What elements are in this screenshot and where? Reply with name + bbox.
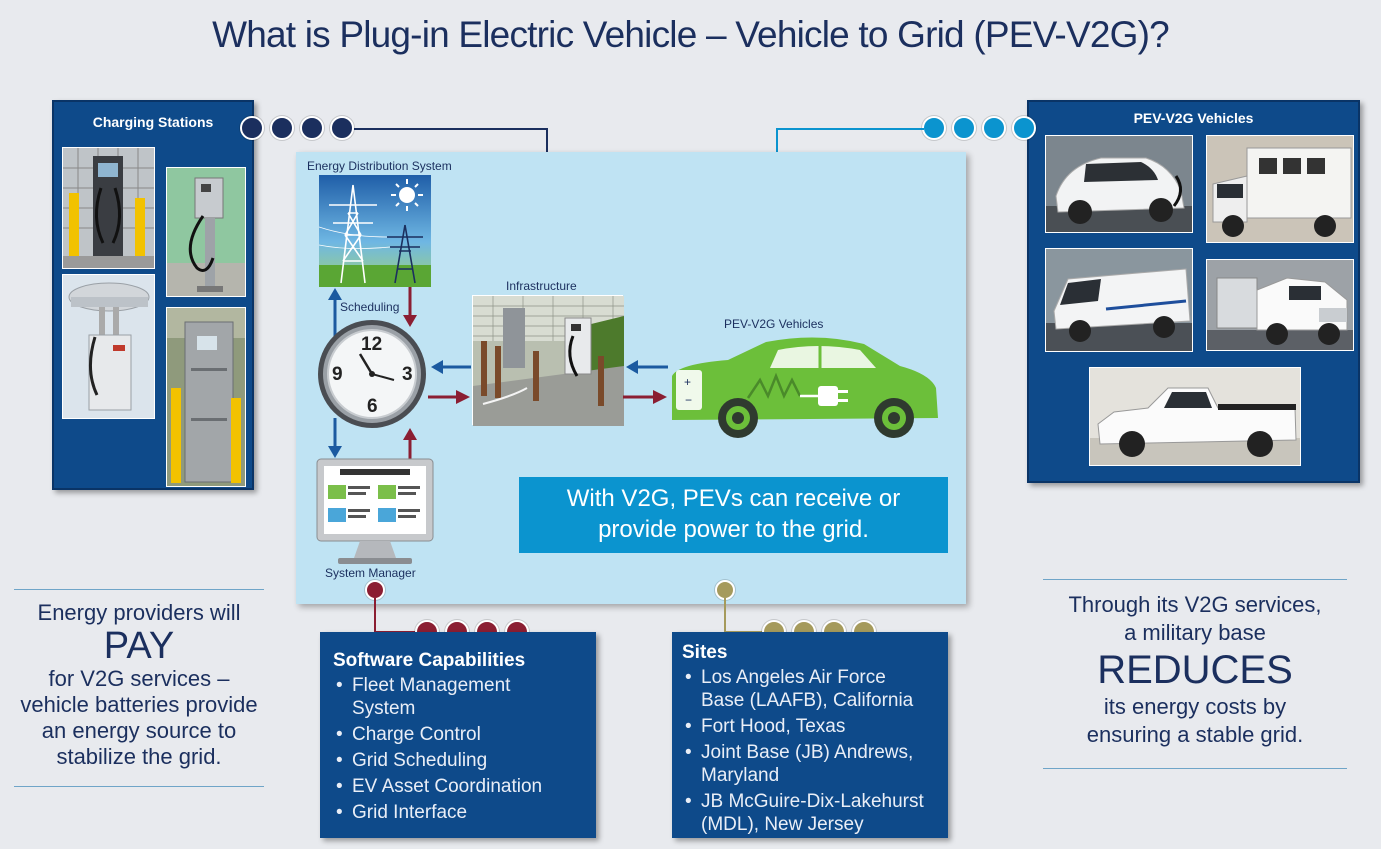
list-item: Fleet Management System — [333, 674, 553, 720]
connector-dot — [270, 116, 294, 140]
connector-dot — [952, 116, 976, 140]
charger-photo-1 — [62, 147, 155, 269]
arrow-car-to-infrastructure — [626, 360, 668, 379]
right-statement-line: its energy costs by — [1103, 694, 1287, 719]
vehicle-photo-utility-truck — [1206, 259, 1354, 351]
right-statement-line: Through its V2G services, — [1068, 592, 1322, 617]
connector-line — [374, 598, 376, 631]
divider — [14, 589, 264, 590]
banner-line-2: provide power to the grid. — [598, 516, 869, 543]
list-item: Grid Interface — [333, 801, 596, 824]
software-capabilities-heading: Software Capabilities — [333, 650, 526, 671]
infrastructure-image — [472, 295, 624, 426]
divider — [14, 786, 264, 787]
sun-icon — [391, 179, 423, 211]
infrastructure-label: Infrastructure — [506, 279, 577, 293]
right-statement-line: ensuring a stable grid. — [1086, 722, 1304, 747]
vehicles-heading: PEV-V2G Vehicles — [1133, 110, 1254, 126]
v2g-banner: With V2G, PEVs can receive or provide po… — [519, 477, 948, 553]
connector-line — [776, 128, 924, 130]
vehicle-photo-van — [1045, 248, 1193, 352]
charging-stations-heading: Charging Stations — [92, 114, 214, 130]
arrow-scheduling-to-manager — [327, 418, 343, 463]
scheduling-label: Scheduling — [340, 300, 400, 314]
page-title: What is Plug-in Electric Vehicle – Vehic… — [212, 14, 1170, 55]
connector-dot — [300, 116, 324, 140]
list-item: EV Asset Coordination — [333, 775, 596, 798]
list-item: Fort Hood, Texas — [682, 715, 948, 738]
monitor-icon — [316, 458, 434, 568]
left-statement-line: for V2G services – — [48, 666, 230, 691]
connector-dot — [240, 116, 264, 140]
arrow-infrastructure-to-scheduling — [431, 360, 471, 379]
arrow-scheduling-to-infrastructure — [428, 390, 470, 409]
right-statement: Through its V2G services, a military bas… — [1043, 591, 1347, 749]
left-statement-line: an energy source to — [41, 718, 237, 743]
vehicle-photo-pickup — [1089, 367, 1301, 466]
list-item: Joint Base (JB) Andrews, Maryland — [682, 741, 932, 787]
svg-text:−: − — [685, 393, 692, 407]
connector-line — [374, 631, 418, 633]
right-statement-emphasis: REDUCES — [1097, 648, 1293, 692]
clock-number-12: 12 — [361, 334, 383, 355]
left-statement-line: vehicle batteries provide — [20, 692, 258, 717]
clock-icon — [316, 318, 428, 430]
charger-photo-4 — [166, 307, 246, 487]
connector-line — [724, 598, 726, 631]
clock-number-6: 6 — [367, 396, 378, 417]
connector-dot — [982, 116, 1006, 140]
sites-heading: Sites — [682, 642, 728, 663]
plug-icon — [746, 372, 848, 406]
list-item: Los Angeles Air Force Base (LAAFB), Cali… — [682, 666, 932, 712]
connector-dot — [1012, 116, 1036, 140]
left-statement: Energy providers will PAY for V2G servic… — [14, 600, 264, 770]
connector-dot — [715, 580, 735, 600]
list-item: JB McGuire-Dix-Lakehurst (MDL), New Jers… — [682, 790, 932, 836]
clock-number-3: 3 — [402, 364, 413, 385]
list-item: Grid Scheduling — [333, 749, 596, 772]
software-capabilities-box: Software Capabilities Fleet Management S… — [320, 632, 596, 838]
arrow-energy-to-scheduling — [402, 287, 418, 332]
sites-list: Los Angeles Air Force Base (LAAFB), Cali… — [682, 666, 948, 836]
left-statement-emphasis: PAY — [103, 625, 175, 667]
connector-line — [724, 631, 764, 633]
connector-dot — [922, 116, 946, 140]
vehicle-photo-leaf — [1045, 135, 1193, 233]
charger-photo-3 — [62, 274, 155, 419]
car-icon: + − — [668, 336, 940, 440]
vehicles-panel: PEV-V2G Vehicles — [1027, 100, 1360, 483]
connector-dot — [330, 116, 354, 140]
right-statement-line: a military base — [1124, 620, 1266, 645]
connector-dot — [365, 580, 385, 600]
pev-vehicles-label: PEV-V2G Vehicles — [724, 317, 824, 331]
svg-text:+: + — [684, 375, 691, 389]
software-capabilities-list: Fleet Management System Charge Control G… — [333, 674, 596, 824]
divider — [1043, 579, 1347, 580]
divider — [1043, 768, 1347, 769]
sites-box: Sites Los Angeles Air Force Base (LAAFB)… — [672, 632, 948, 838]
arrow-scheduling-to-energy — [327, 288, 343, 341]
arrow-infrastructure-to-car — [623, 390, 667, 409]
list-item: Charge Control — [333, 723, 596, 746]
left-statement-line: stabilize the grid. — [56, 744, 222, 769]
vehicle-photo-shuttle — [1206, 135, 1354, 243]
banner-line-1: With V2G, PEVs can receive or — [566, 485, 901, 512]
charger-icon — [564, 317, 592, 377]
connector-line — [354, 128, 547, 130]
charging-stations-panel: Charging Stations — [52, 100, 254, 490]
clock-number-9: 9 — [332, 364, 343, 385]
system-manager-label: System Manager — [325, 566, 416, 580]
left-statement-line: Energy providers will — [37, 600, 241, 625]
charger-photo-2 — [166, 167, 246, 297]
energy-distribution-label: Energy Distribution System — [307, 159, 452, 173]
energy-distribution-image — [318, 175, 431, 287]
